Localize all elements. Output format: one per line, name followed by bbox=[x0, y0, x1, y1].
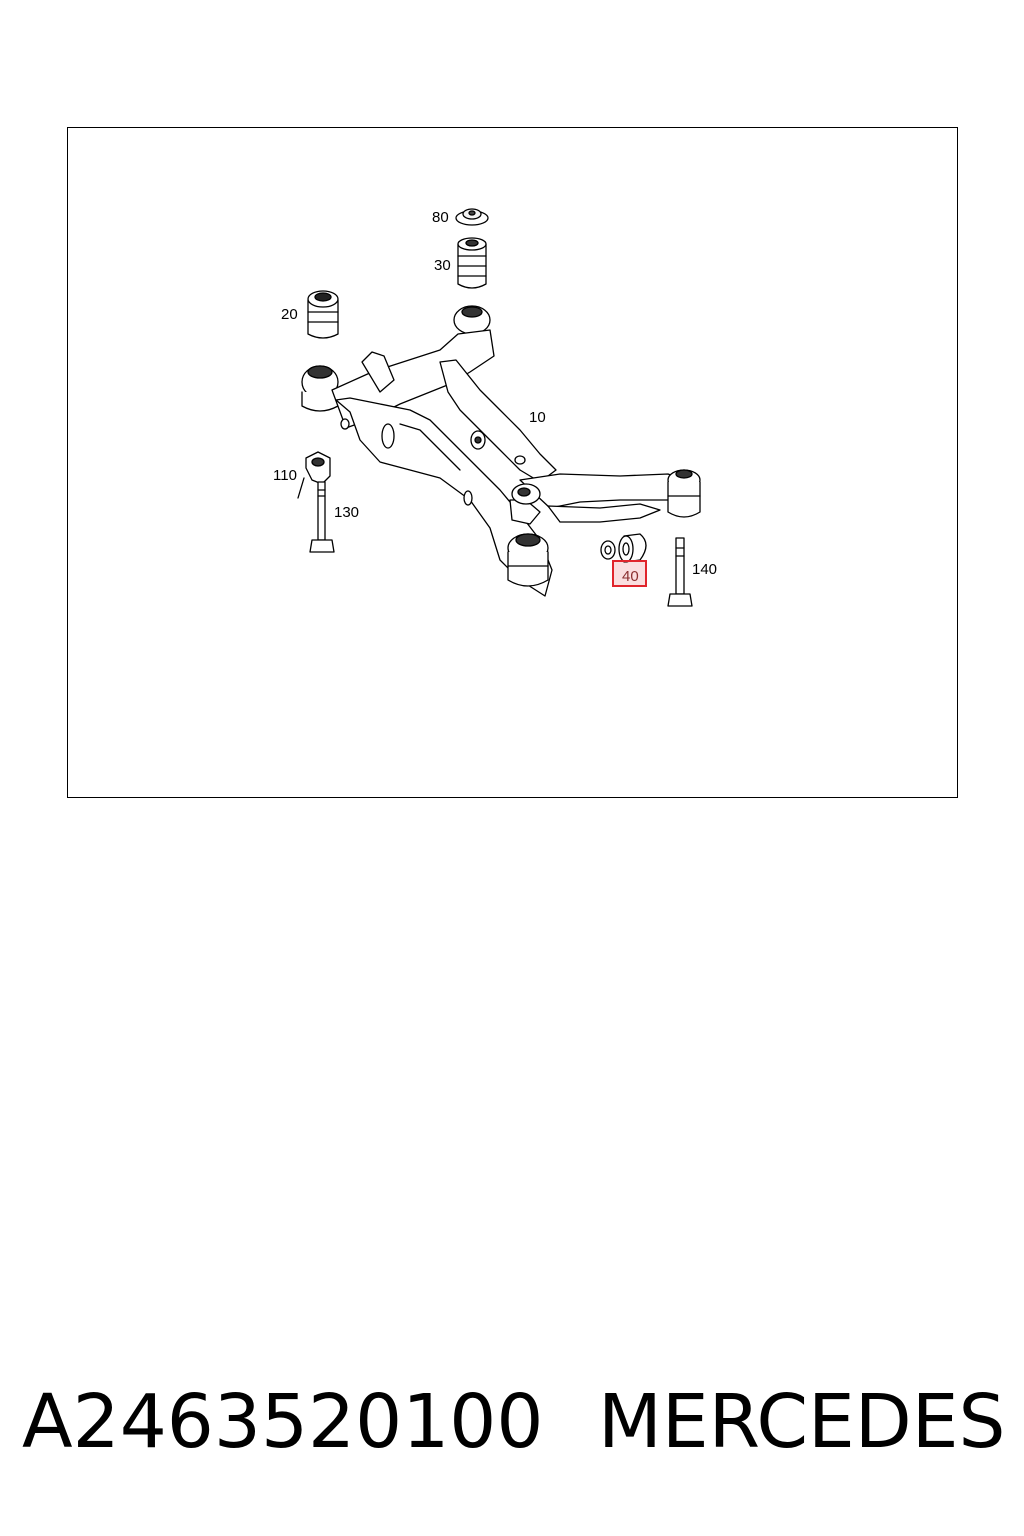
brand-name: MERCEDES bbox=[598, 1379, 1006, 1465]
part-140-bolt bbox=[667, 537, 693, 607]
part-10-subframe bbox=[301, 305, 701, 597]
part-40-bushing bbox=[600, 533, 647, 563]
callout-110: 110 bbox=[273, 467, 297, 484]
highlight-box-part-40 bbox=[612, 560, 647, 587]
subframe-illustration bbox=[297, 208, 701, 607]
part-130-bolt bbox=[309, 481, 335, 553]
part-number: A2463520100 bbox=[22, 1379, 544, 1465]
part-20-bushing bbox=[307, 290, 339, 339]
callout-130: 130 bbox=[334, 504, 360, 521]
callout-20: 20 bbox=[281, 306, 298, 323]
part-110-bracket bbox=[297, 451, 331, 499]
part-80-washer bbox=[455, 208, 489, 226]
callout-140: 140 bbox=[692, 561, 718, 578]
callout-80: 80 bbox=[432, 209, 449, 226]
callout-10: 10 bbox=[529, 409, 546, 426]
callout-30: 30 bbox=[434, 257, 451, 274]
callout-40: 40 bbox=[622, 568, 639, 585]
caption: A2463520100 MERCEDES bbox=[22, 1372, 1012, 1472]
part-30-bushing bbox=[457, 237, 487, 289]
diagram-frame bbox=[67, 127, 958, 798]
